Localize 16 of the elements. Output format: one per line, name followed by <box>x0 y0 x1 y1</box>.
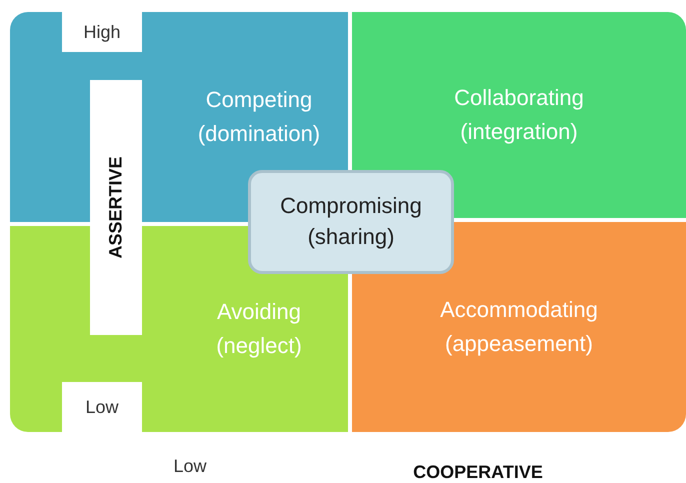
style-description: (integration) <box>460 118 578 146</box>
style-description: (sharing) <box>308 223 394 251</box>
style-description: (appeasement) <box>445 330 593 358</box>
style-name: Avoiding <box>217 298 301 326</box>
style-name: Collaborating <box>454 84 584 112</box>
axis-title: ASSERTIVE <box>106 156 126 259</box>
axis-end-label: High <box>83 22 121 42</box>
style-name: Compromising <box>280 192 422 220</box>
style-name: Competing <box>206 86 312 114</box>
axis-end-label: Low <box>85 396 119 418</box>
style-description: (neglect) <box>216 332 302 360</box>
axis-end-label: Low <box>173 456 207 476</box>
style-description: (domination) <box>198 120 320 148</box>
center-box <box>248 170 454 274</box>
axis-title: COOPERATIVE <box>413 462 543 482</box>
style-name: Accommodating <box>440 296 598 324</box>
